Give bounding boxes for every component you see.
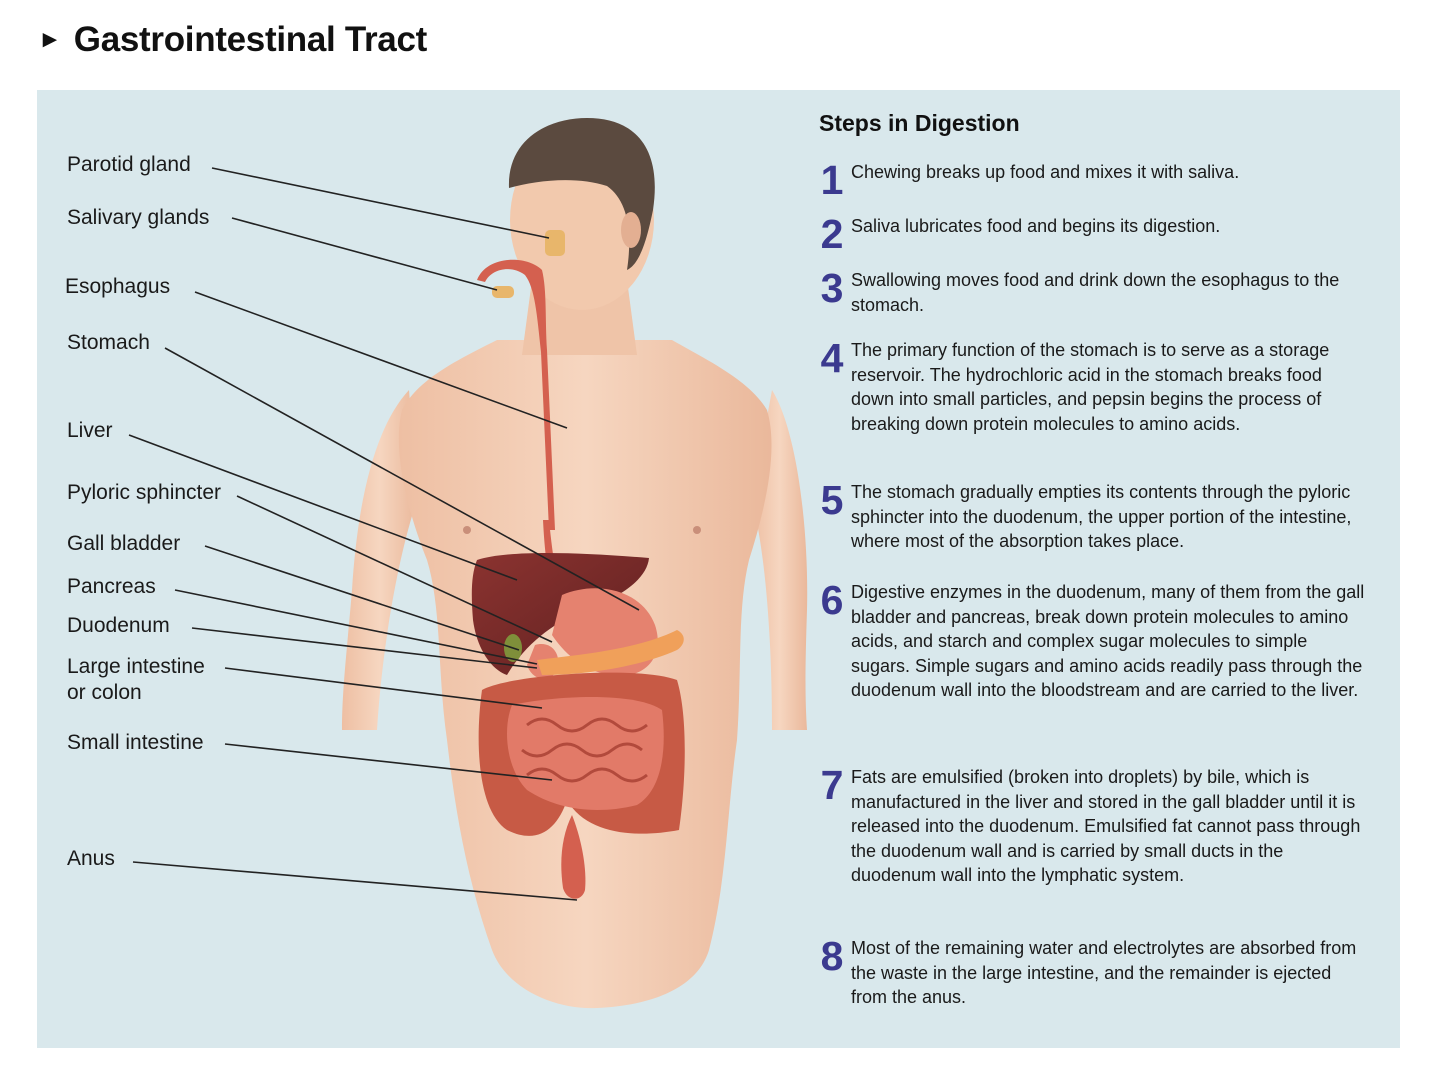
leader-gall-bladder xyxy=(204,545,520,651)
step-number: 6 xyxy=(820,577,844,623)
label-parotid-gland: Parotid gland xyxy=(67,153,191,176)
step-1: 1 Chewing breaks up food and mixes it wi… xyxy=(815,157,1365,203)
leader-small-intestine xyxy=(224,743,553,781)
step-number: 2 xyxy=(820,211,844,257)
step-text: Saliva lubricates food and begins its di… xyxy=(851,216,1221,236)
label-esophagus: Esophagus xyxy=(65,275,171,298)
leader-large-intestine xyxy=(224,667,543,709)
leader-pyloric-sphincter xyxy=(236,495,553,643)
parotid-gland-shape xyxy=(545,230,565,256)
step-text: Chewing breaks up food and mixes it with… xyxy=(851,162,1240,182)
step-5: 5 The stomach gradually empties its cont… xyxy=(815,480,1365,554)
step-2: 2 Saliva lubricates food and begins its … xyxy=(815,211,1365,257)
label-small-intestine: Small intestine xyxy=(67,731,204,754)
label-large-intestine: Large intestine xyxy=(67,655,205,678)
page-header: ► Gastrointestinal Tract xyxy=(38,20,427,60)
triangle-right-icon: ► xyxy=(38,26,62,53)
step-text: The primary function of the stomach is t… xyxy=(851,340,1330,434)
leader-esophagus xyxy=(194,291,568,429)
leader-liver xyxy=(128,434,518,581)
label-salivary-glands: Salivary glands xyxy=(67,206,210,229)
page-title: Gastrointestinal Tract xyxy=(73,20,428,59)
step-text: The stomach gradually empties its conten… xyxy=(851,482,1352,552)
leader-duodenum xyxy=(191,627,538,669)
leader-parotid-gland xyxy=(211,167,550,239)
step-text: Digestive enzymes in the duodenum, many … xyxy=(851,582,1365,701)
steps-heading: Steps in Digestion xyxy=(819,110,1020,136)
step-number: 1 xyxy=(820,157,844,203)
label-gall-bladder: Gall bladder xyxy=(67,532,181,555)
step-3: 3 Swallowing moves food and drink down t… xyxy=(815,265,1365,317)
step-number: 5 xyxy=(820,477,844,523)
leader-stomach xyxy=(164,347,640,611)
step-7: 7 Fats are emulsified (broken into dropl… xyxy=(815,765,1365,888)
label-pyloric-sphincter: Pyloric sphincter xyxy=(67,481,222,504)
leader-lines xyxy=(128,167,640,901)
step-6: 6 Digestive enzymes in the duodenum, man… xyxy=(815,580,1365,703)
salivary-gland-shape xyxy=(492,286,514,298)
step-number: 3 xyxy=(820,265,844,311)
label-or-colon: or colon xyxy=(67,681,142,704)
label-liver: Liver xyxy=(67,419,113,442)
label-pancreas: Pancreas xyxy=(67,575,156,598)
step-text: Most of the remaining water and electrol… xyxy=(851,938,1357,1008)
label-stomach: Stomach xyxy=(67,331,150,354)
leader-salivary-glands xyxy=(231,217,498,291)
anatomy-illustration xyxy=(128,118,808,1009)
step-8: 8 Most of the remaining water and electr… xyxy=(815,936,1365,1010)
leader-pancreas xyxy=(174,589,538,665)
step-number: 7 xyxy=(820,762,844,808)
label-anus: Anus xyxy=(67,847,115,870)
diagram-panel: Parotid gland Salivary glands Esophagus … xyxy=(37,90,1400,1048)
step-number: 8 xyxy=(820,933,844,979)
step-text: Fats are emulsified (broken into droplet… xyxy=(851,767,1361,886)
step-number: 4 xyxy=(820,335,844,381)
leader-anus xyxy=(132,861,578,901)
label-duodenum: Duodenum xyxy=(67,614,170,637)
step-4: 4 The primary function of the stomach is… xyxy=(815,335,1365,436)
digestive-tract xyxy=(471,230,685,899)
step-text: Swallowing moves food and drink down the… xyxy=(851,270,1340,315)
